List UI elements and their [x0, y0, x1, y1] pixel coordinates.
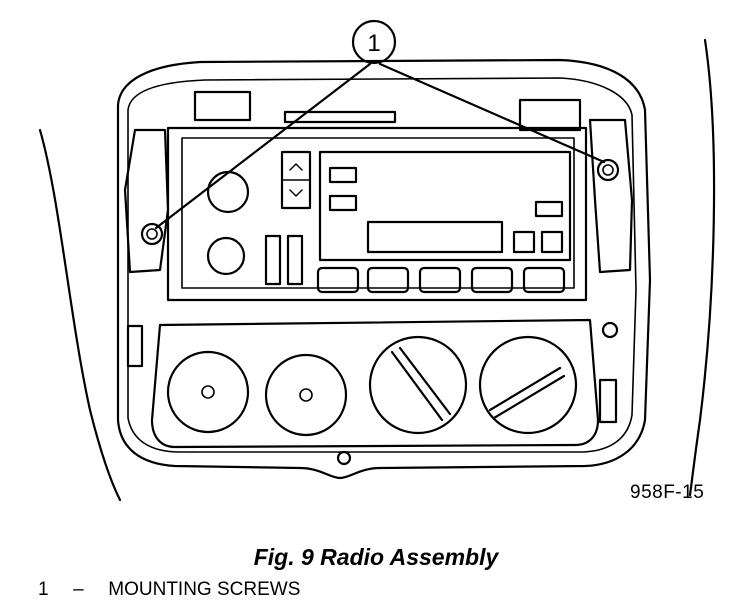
- radio-faceplate: [166, 126, 588, 302]
- display-button-a: [328, 166, 358, 184]
- fan-knob-center: [201, 385, 215, 399]
- dashboard-left-contour: [38, 128, 122, 502]
- climate-panel: [150, 318, 600, 449]
- legend-label: MOUNTING SCREWS: [108, 579, 301, 600]
- mode-knob: [264, 353, 348, 437]
- radio-assembly-diagram: 1: [38, 19, 716, 502]
- temperature-knob: [368, 335, 468, 435]
- callout-circle: [351, 19, 397, 65]
- leader-line-right: [378, 62, 606, 164]
- display-button-c: [534, 200, 564, 218]
- rear-defrost-indicator: [601, 321, 619, 339]
- volume-knob: [206, 170, 250, 214]
- bezel-inner: [127, 77, 637, 453]
- mode-knob-center: [299, 388, 313, 402]
- top-clip-left: [193, 90, 252, 122]
- temperature-knob-grip: [390, 350, 444, 422]
- preset-button-1: [316, 266, 360, 294]
- left-side-vent: [126, 324, 144, 368]
- right-side-vent: [598, 378, 618, 424]
- mounting-screw-left: [140, 222, 164, 246]
- dashboard-right-contour: [688, 38, 716, 497]
- mounting-screw-left-head: [146, 228, 158, 240]
- preset-button-5: [522, 266, 566, 294]
- bottom-retainer: [336, 450, 352, 466]
- temperature-knob-grip-2: [398, 346, 452, 416]
- tuning-knob: [206, 236, 246, 276]
- legend-item: 1 – MOUNTING SCREWS: [38, 579, 300, 601]
- cassette-slot: [366, 220, 504, 254]
- leader-line-left: [154, 62, 372, 230]
- display-panel: [318, 150, 572, 262]
- figure-caption: Fig. 9 Radio Assembly: [253, 544, 499, 570]
- small-button-2: [540, 230, 564, 254]
- mounting-screw-right-head: [602, 164, 614, 176]
- preset-button-3: [418, 266, 462, 294]
- seek-down-icon: [289, 189, 303, 197]
- recirc-knob-grip: [488, 366, 562, 412]
- figure-id: 958F-15: [630, 482, 705, 503]
- fan-knob: [166, 350, 250, 434]
- right-bracket: [588, 118, 634, 274]
- legend-separator: –: [73, 579, 84, 600]
- preset-button-4: [470, 266, 514, 294]
- mounting-screw-right: [596, 158, 620, 182]
- tone-slider-left: [264, 234, 282, 286]
- seek-up-icon: [289, 163, 303, 171]
- recirc-knob: [478, 335, 578, 435]
- display-button-b: [328, 194, 358, 212]
- callout-number: 1: [367, 30, 380, 57]
- top-clip-right: [518, 98, 582, 132]
- radio-face-inner: [181, 137, 575, 289]
- small-button-1: [512, 230, 536, 254]
- bezel-outline: [116, 58, 652, 480]
- tone-slider-right: [286, 234, 304, 286]
- left-bracket: [123, 128, 170, 274]
- legend-number: 1: [38, 579, 49, 600]
- recirc-knob-grip-2: [492, 374, 566, 420]
- preset-button-2: [366, 266, 410, 294]
- top-slot: [283, 110, 397, 124]
